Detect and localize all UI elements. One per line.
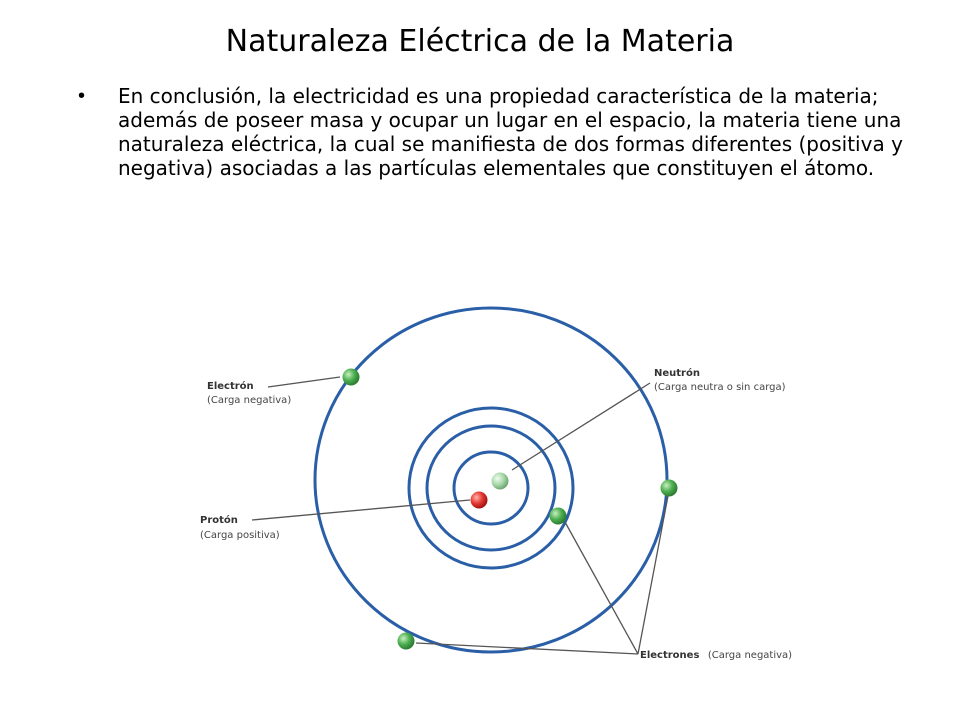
electron-label-sub: (Carga negativa) <box>207 395 291 406</box>
electrons-label-sub: (Carga negativa) <box>708 650 792 661</box>
proton-label-title: Protón <box>200 514 238 526</box>
electron-label-title: Electrón <box>207 380 254 392</box>
neutron-particle <box>491 472 509 490</box>
proton-label-sub: (Carga positiva) <box>200 530 280 541</box>
electron-right <box>660 479 678 497</box>
proton-particle <box>470 491 488 509</box>
neutron-label-sub: (Carga neutra o sin carga) <box>654 382 786 393</box>
neutron-leader <box>511 382 651 471</box>
electron-bottom-left <box>397 632 415 650</box>
electrons-leader-1 <box>564 521 639 655</box>
electrons-label: Electrones (Carga negativa) <box>640 645 792 662</box>
orbit-3 <box>407 406 575 570</box>
electron-top-left <box>342 368 360 386</box>
bullet-text: En conclusión, la electricidad es una pr… <box>118 84 903 180</box>
proton-leader <box>251 499 471 521</box>
electrons-label-title: Electrones <box>640 650 699 661</box>
neutron-label-title: Neutrón <box>654 367 700 379</box>
electrons-leader-3 <box>415 642 639 655</box>
orbit-2 <box>425 424 557 552</box>
electrons-leader-2 <box>637 495 669 655</box>
outer-orbit <box>313 306 669 654</box>
orbit-1 <box>452 450 530 526</box>
electron-leader <box>267 376 341 388</box>
electron-inner-orbit <box>549 507 567 525</box>
slide-title: Naturaleza Eléctrica de la Materia <box>225 24 735 59</box>
bullet-marker: • <box>78 85 86 107</box>
